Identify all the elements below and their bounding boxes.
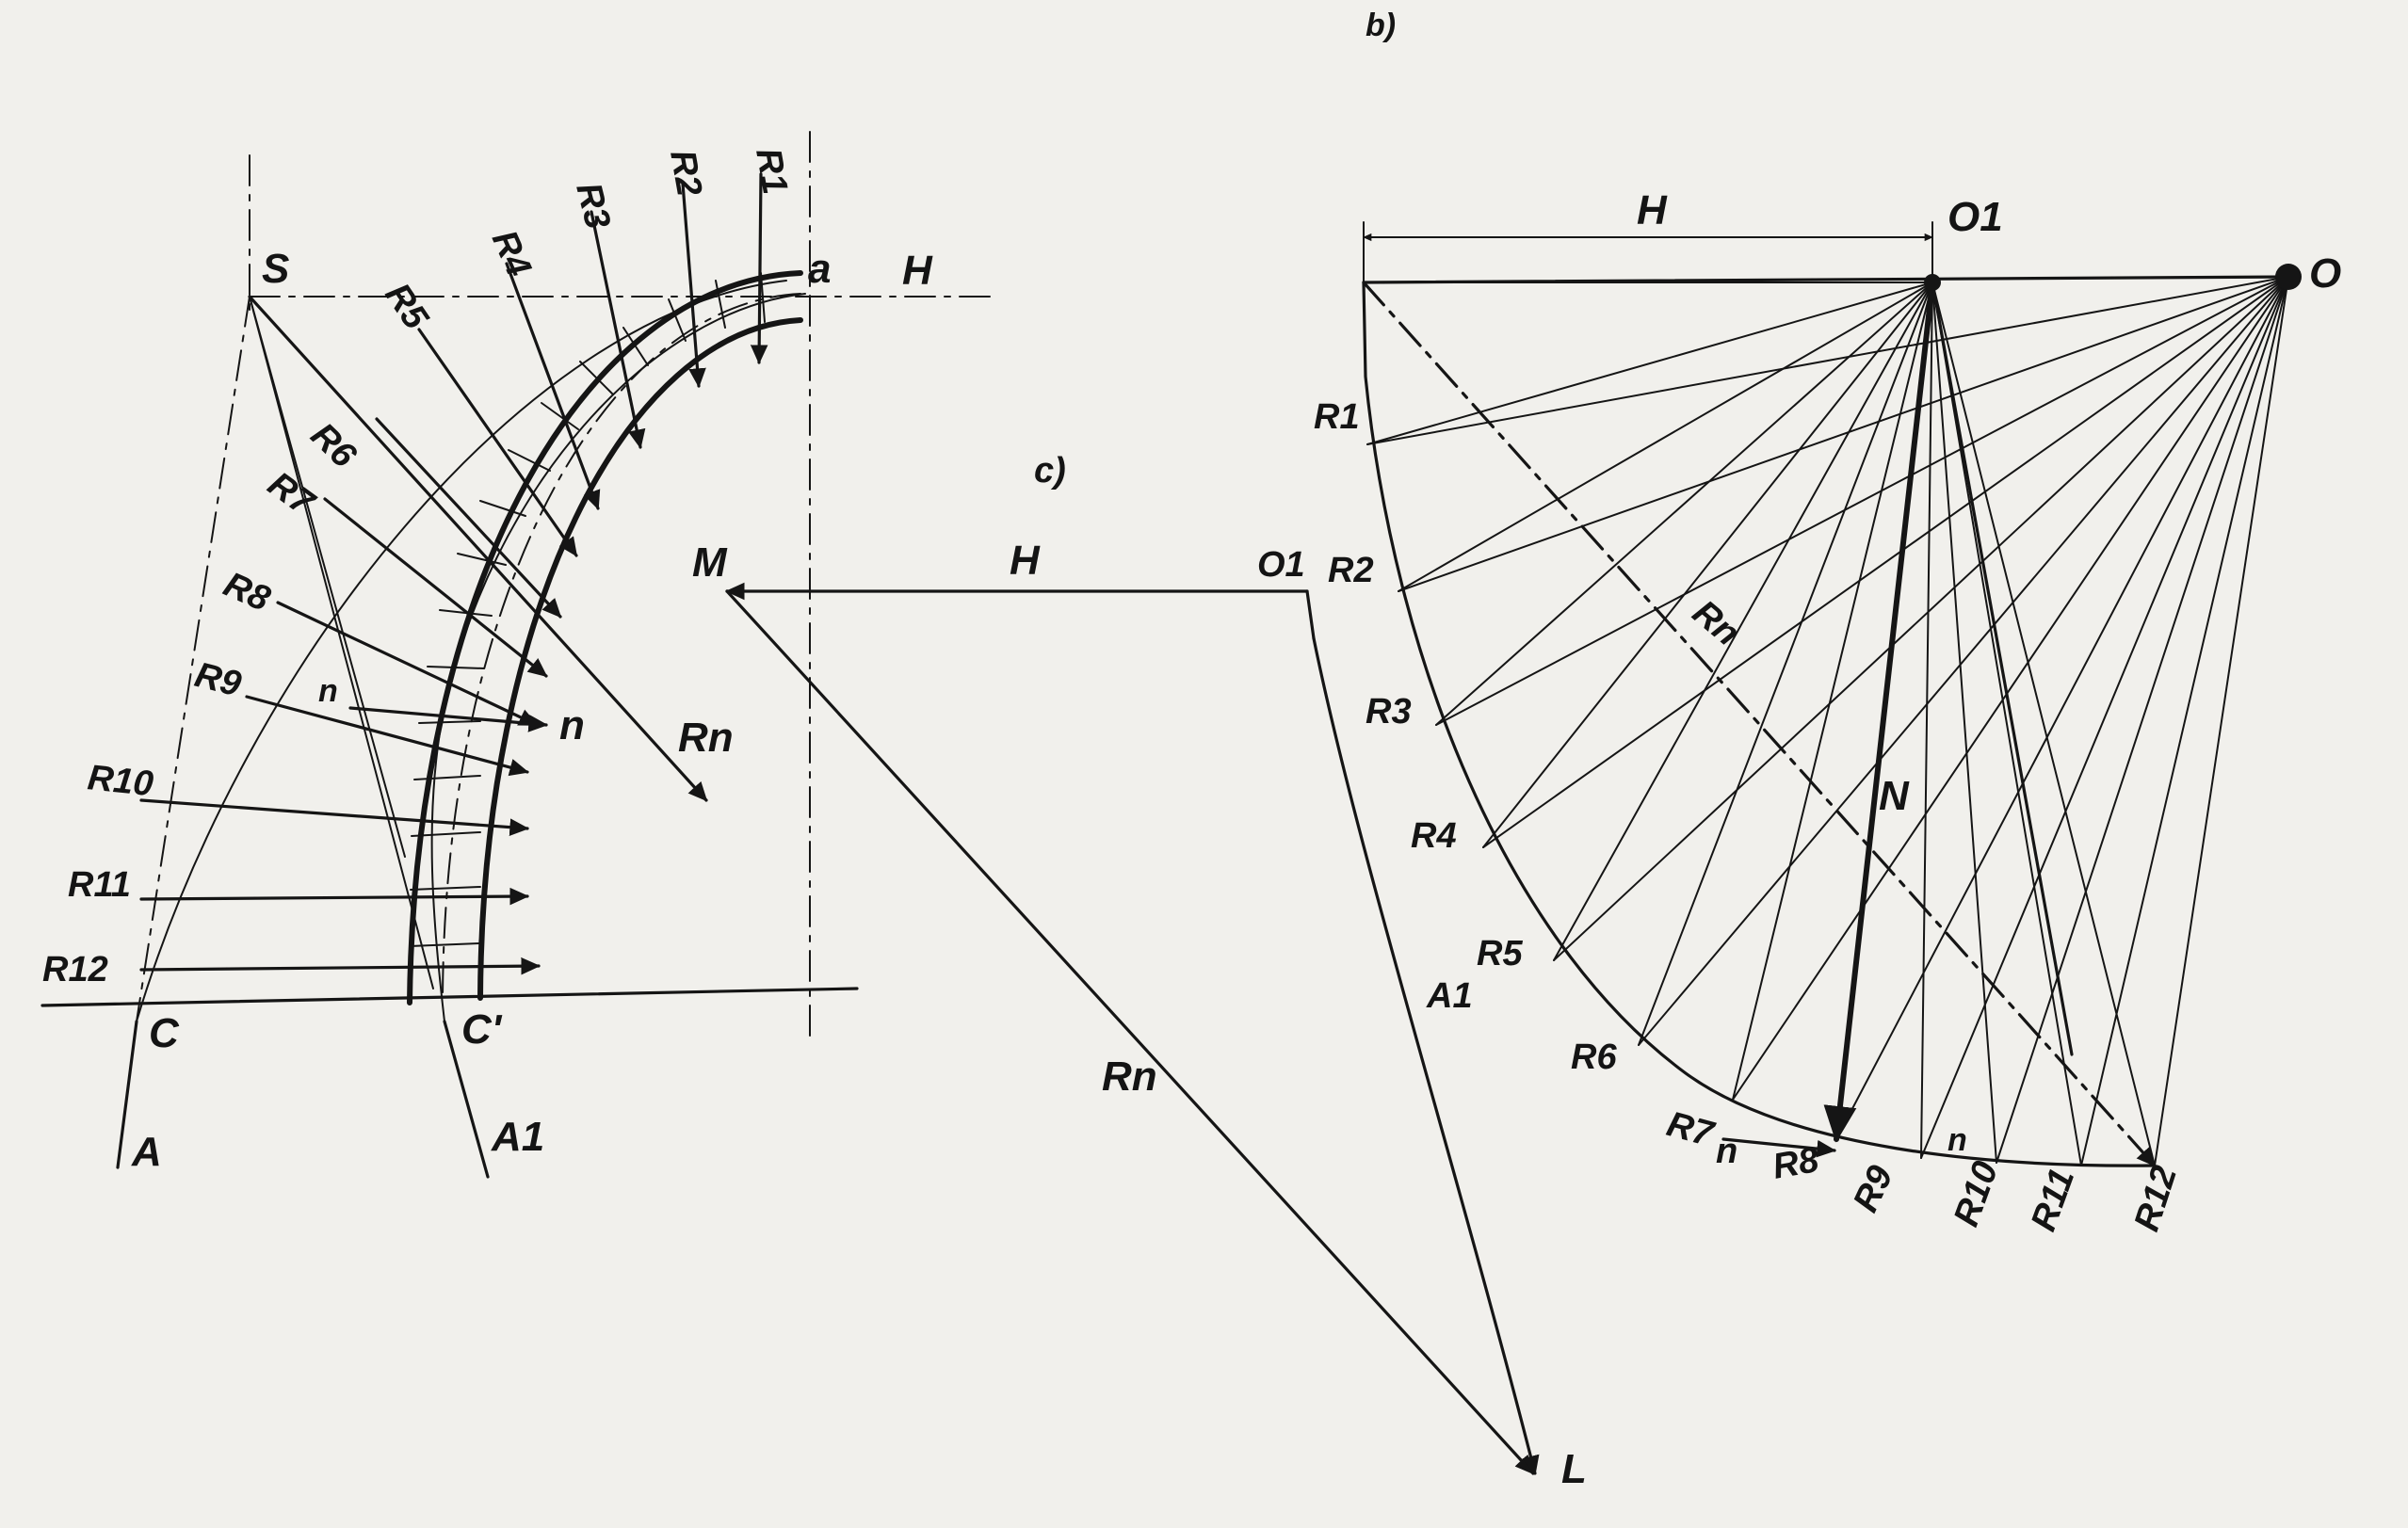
- voussoir-joints: [409, 272, 766, 947]
- left-force-arrows: [139, 172, 768, 975]
- label-n-tip: n: [559, 702, 585, 748]
- label-rn-left: Rn: [678, 715, 734, 761]
- label-r12-left: R12: [42, 950, 108, 989]
- label-rn-right: Rn: [1685, 593, 1747, 654]
- label-panel-b: b): [1366, 8, 1396, 43]
- force-r3-arrow: [590, 210, 646, 449]
- label-r3-left: R3: [568, 179, 618, 233]
- label-s: S: [262, 246, 289, 292]
- label-r11-left: R11: [68, 865, 131, 905]
- arch-mid-dash: [442, 293, 801, 1001]
- label-a1-middle: A1: [1426, 976, 1473, 1016]
- label-r9-right: R9: [1846, 1160, 1901, 1218]
- force-r1-arrow: [750, 172, 768, 364]
- middle-a1-curve: [1312, 636, 1540, 1475]
- label-r6-left: R6: [303, 415, 364, 476]
- middle-triangle-panel: c) M H O1 A1 Rn L: [692, 451, 1587, 1492]
- right-polygon-panel: b): [1314, 8, 2341, 1236]
- label-r11-right: R11: [2024, 1164, 2082, 1236]
- label-n2-right: n: [1947, 1122, 1967, 1158]
- label-rn-middle: Rn: [1102, 1054, 1157, 1100]
- label-r5-right: R5: [1477, 934, 1523, 973]
- force-r10-arrow: [139, 798, 529, 836]
- label-r10-left: R10: [86, 758, 155, 804]
- s-ray-1: [249, 296, 406, 858]
- label-h-right: H: [1637, 187, 1668, 233]
- label-r9-left: R9: [191, 655, 245, 705]
- label-a-bottom: A: [131, 1129, 162, 1175]
- n-arrow-bottom: [1721, 1137, 1836, 1158]
- label-m: M: [692, 539, 728, 586]
- force-r9-arrow: [245, 695, 529, 777]
- load-curve: [1362, 281, 2157, 1167]
- force-r6-arrow: [375, 417, 562, 619]
- n-vector: [1823, 280, 1935, 1143]
- label-c-prime: C': [461, 1006, 503, 1053]
- arch-extrados: [407, 270, 803, 1005]
- force-r8-arrow: [276, 601, 539, 727]
- label-r4-right: R4: [1411, 816, 1457, 856]
- label-r8-left: R8: [218, 565, 276, 619]
- force-r12-arrow: [139, 957, 541, 975]
- label-r1-right: R1: [1314, 397, 1360, 437]
- label-r8-right: R8: [1770, 1140, 1822, 1187]
- label-r10-right: R10: [1947, 1156, 2006, 1231]
- label-n1-right: n: [1716, 1132, 1737, 1171]
- left-arch-panel: S a H C C' A A1 n n Rn R1 R2 R3 R4 R5 R6…: [40, 131, 999, 1179]
- label-n-right: N: [1879, 773, 1910, 819]
- label-h-middle: H: [1010, 538, 1041, 584]
- force-r11-arrow: [139, 887, 529, 906]
- label-panel-c: c): [1034, 451, 1066, 491]
- force-r7-arrow: [323, 497, 548, 678]
- middle-o1-tick: [1305, 589, 1316, 640]
- force-r4-arrow: [505, 262, 601, 510]
- label-r1-left: R1: [748, 145, 795, 197]
- label-r2-left: R2: [662, 147, 709, 199]
- line-a: [116, 1020, 138, 1169]
- point-o1: [1924, 274, 1941, 291]
- label-c: C: [149, 1010, 180, 1056]
- label-r2-right: R2: [1328, 551, 1374, 590]
- point-o: [2275, 264, 2302, 290]
- label-r4-left: R4: [484, 225, 539, 282]
- rn-arrow-left: [248, 295, 708, 802]
- label-r3-right: R3: [1366, 692, 1412, 732]
- label-o-right: O: [2309, 250, 2341, 297]
- label-r5-left: R5: [378, 277, 436, 337]
- label-a1-bottom: A1: [491, 1114, 544, 1160]
- arch-outer-construction: [136, 280, 787, 1022]
- force-r2-arrow: [681, 182, 706, 388]
- pressure-line: [430, 293, 806, 1022]
- line-a1: [443, 1020, 490, 1179]
- label-l: L: [1561, 1446, 1587, 1492]
- n-vector-right: [1931, 281, 2074, 1056]
- label-n-left: n: [318, 673, 338, 709]
- force-r5-arrow: [417, 328, 578, 557]
- rn-dashed-arrow: [1362, 281, 2157, 1167]
- s-ray-2: [249, 296, 434, 989]
- middle-rn-arrow: [725, 589, 1535, 1475]
- label-r6-right: R6: [1571, 1037, 1617, 1077]
- s-to-c-line: [136, 296, 250, 1022]
- n-arrow-left: [348, 706, 548, 732]
- label-h-left: H: [902, 248, 933, 294]
- label-r7-right: R7: [1663, 1104, 1720, 1155]
- rays-from-o: [1366, 276, 2289, 1166]
- label-o1-right: O1: [1947, 194, 2003, 240]
- label-a-point: a: [808, 246, 831, 292]
- label-o1-middle: O1: [1257, 545, 1305, 585]
- arch-intrados: [477, 317, 803, 1001]
- label-r12-right: R12: [2127, 1161, 2185, 1235]
- base-line: [40, 987, 859, 1007]
- label-r7-left: R7: [261, 464, 322, 524]
